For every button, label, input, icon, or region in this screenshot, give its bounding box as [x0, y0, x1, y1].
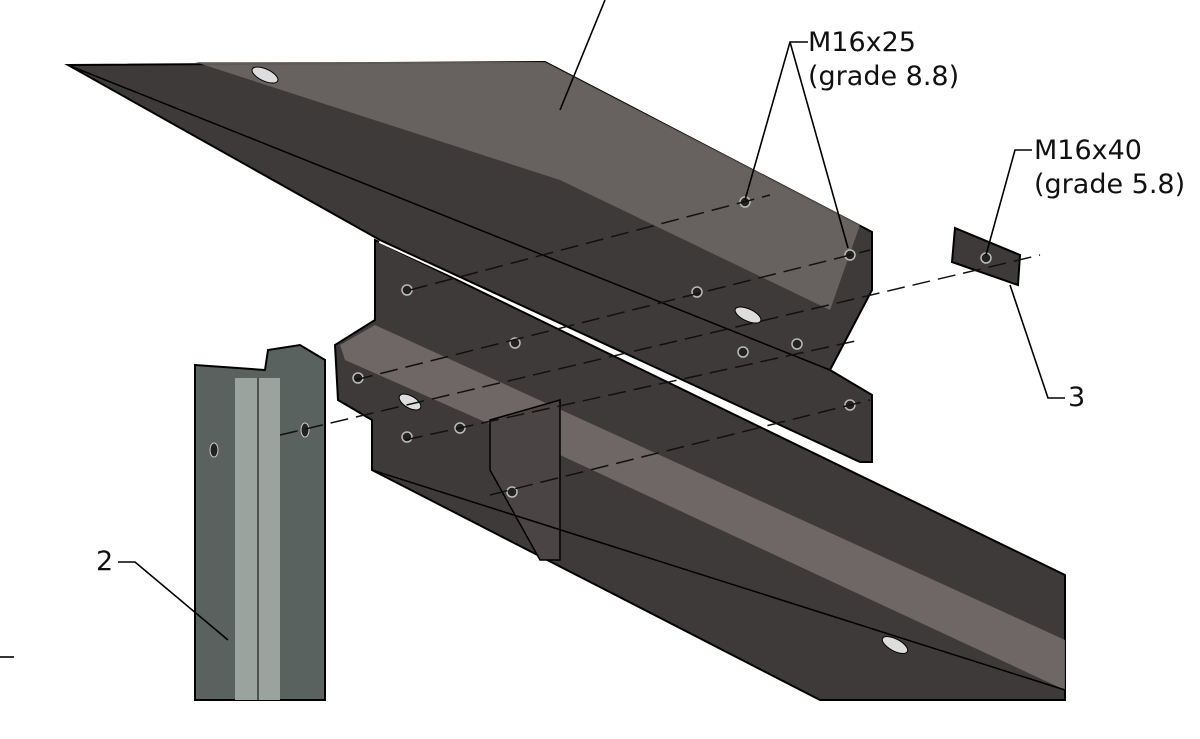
leader-lines — [0, 0, 1065, 658]
bolt-a-grade-label: (grade 8.8) — [808, 61, 960, 92]
bolt-b-grade-label: (grade 5.8) — [1034, 169, 1186, 200]
post — [194, 343, 326, 701]
bolt-a-size-label: M16x25 — [808, 27, 916, 58]
part-3-label: 3 — [1068, 382, 1086, 413]
bolt-b-size-label: M16x40 — [1034, 135, 1142, 166]
lower-rail — [333, 238, 1066, 701]
bolt-axes — [279, 194, 1041, 496]
upper-rail — [64, 60, 873, 463]
part-2-label: 2 — [96, 546, 114, 577]
